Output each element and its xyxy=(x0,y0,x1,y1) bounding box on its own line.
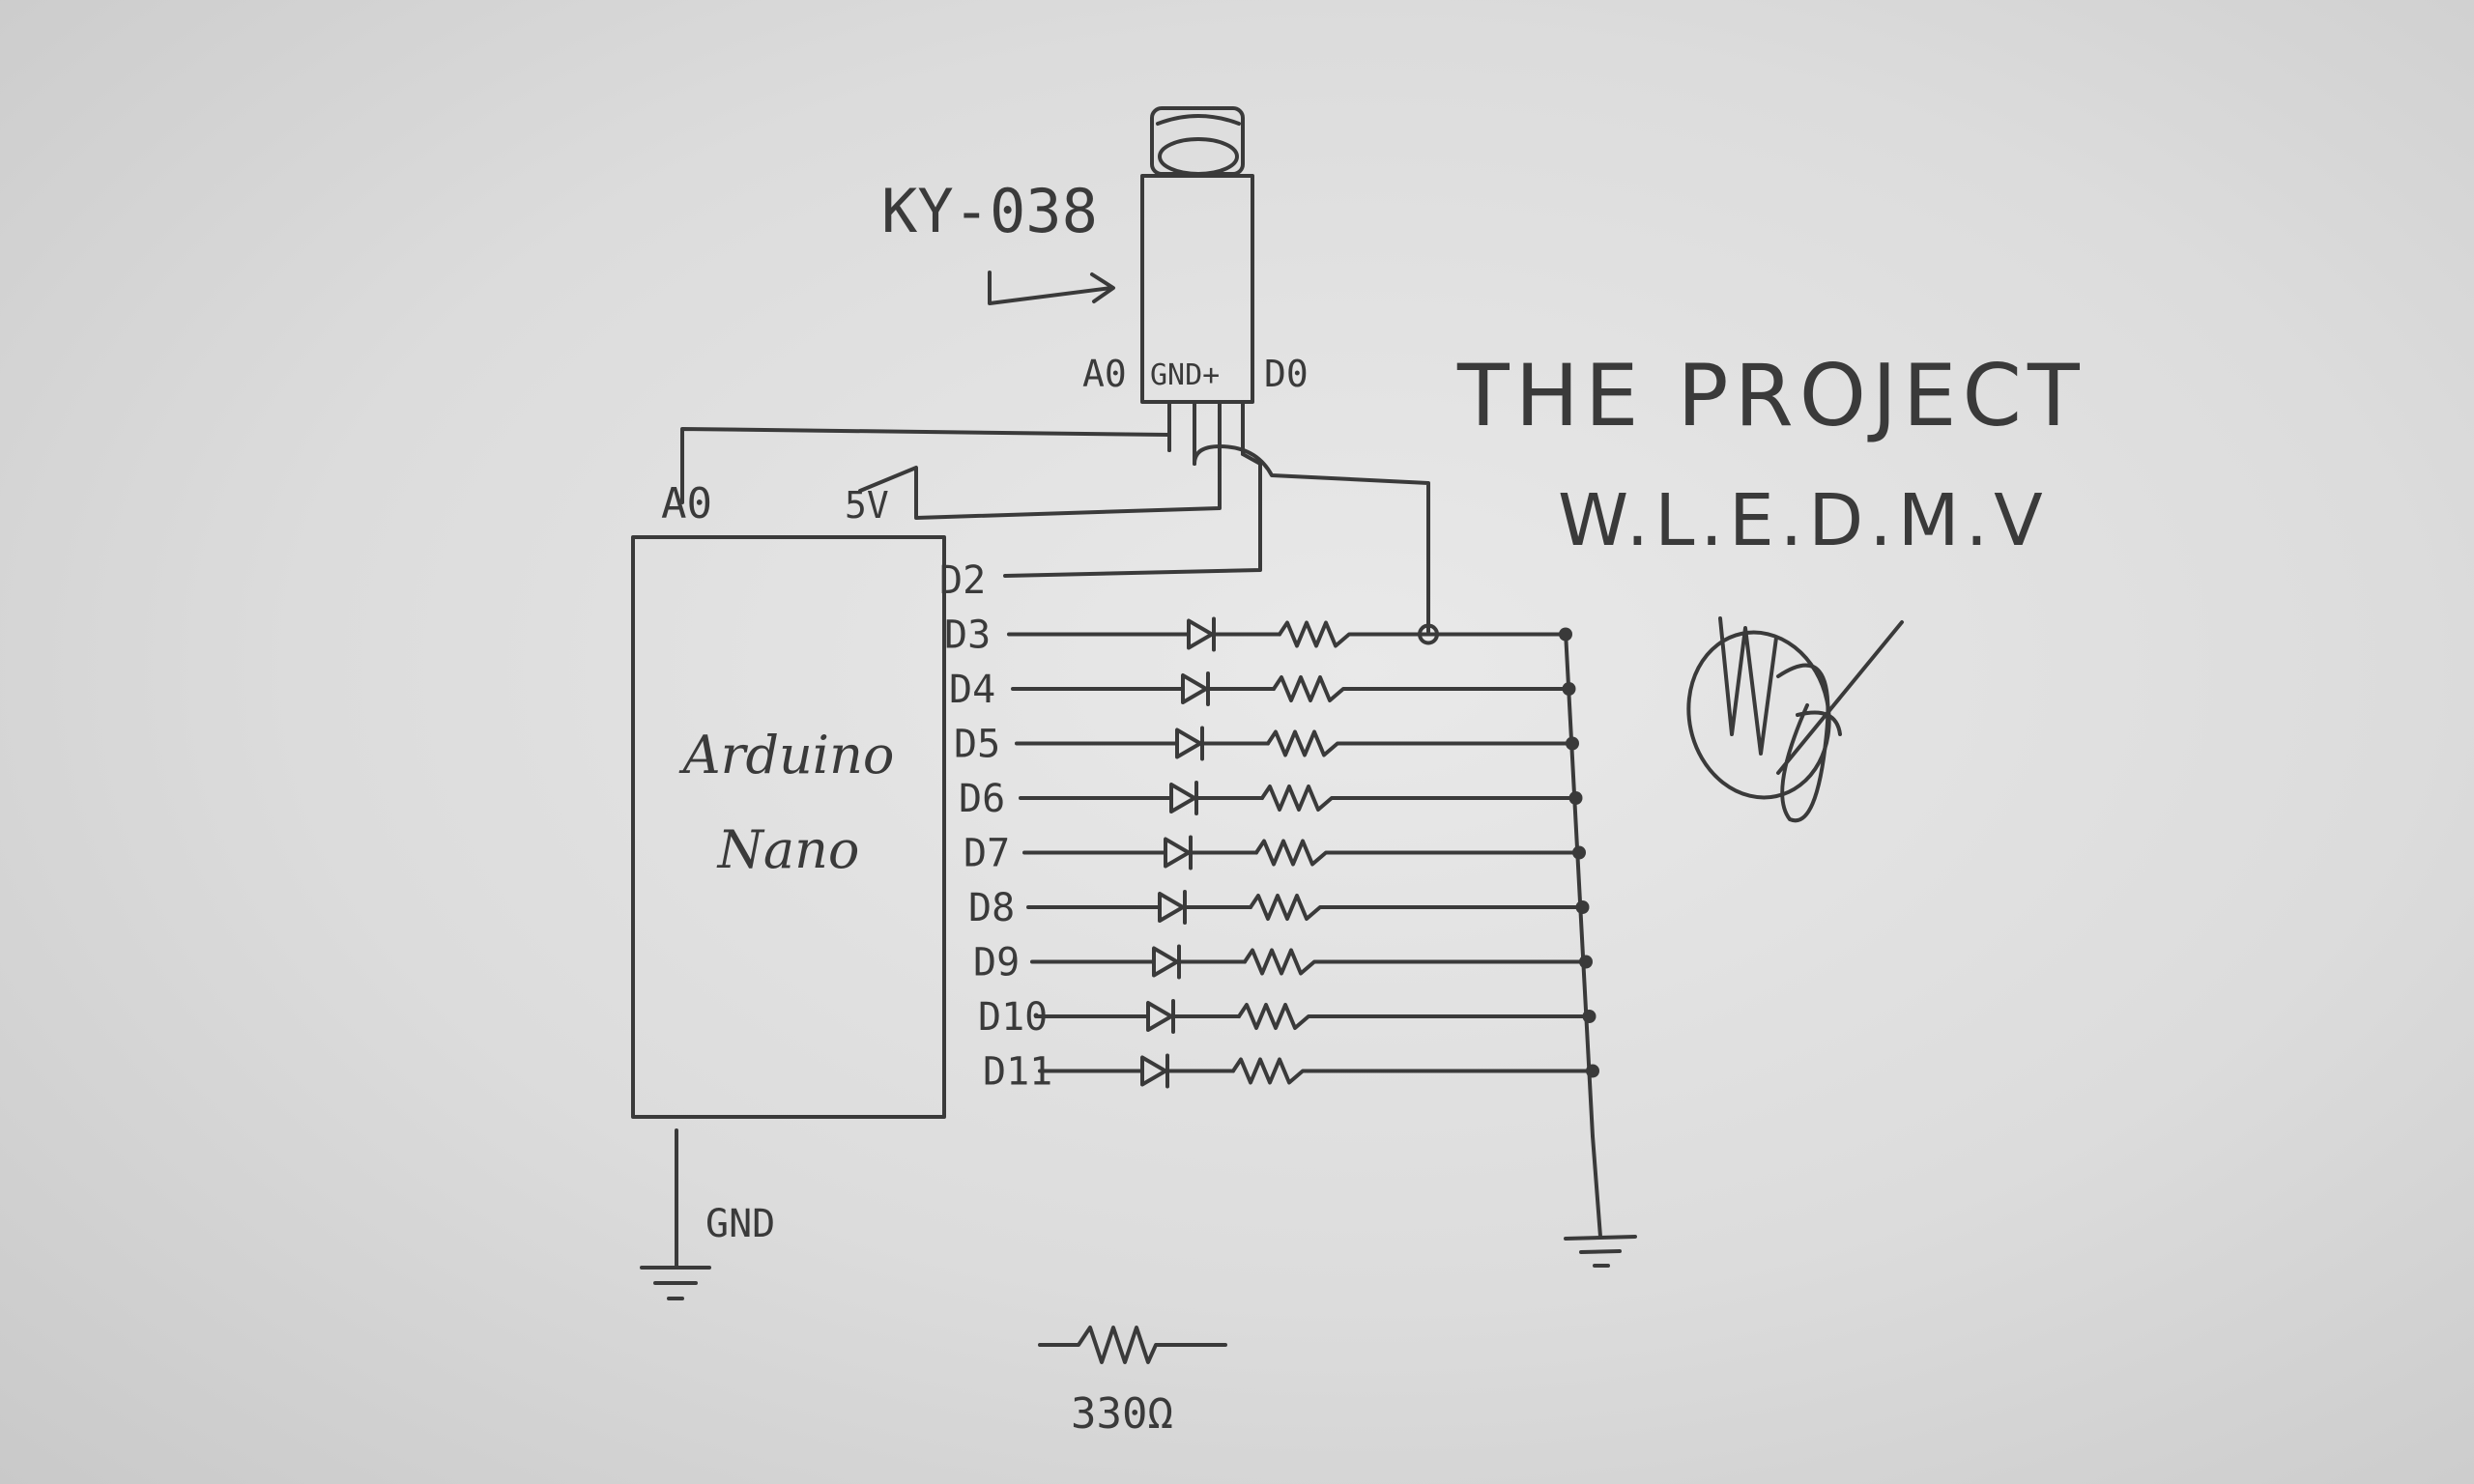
led-row-d5 xyxy=(1015,726,1579,761)
pin-label-d8: D8 xyxy=(968,886,1015,930)
sensor-name-label: KY-038 xyxy=(881,176,1098,246)
wire-d0-to-d2 xyxy=(1003,452,1262,578)
pin-label-d9: D9 xyxy=(973,941,1020,985)
pointer-arrowhead-icon xyxy=(1090,272,1115,303)
led-icon xyxy=(1164,835,1258,870)
pointer-arrow-icon xyxy=(988,271,1113,305)
wire-a0 xyxy=(680,427,1171,504)
gnd-tap-junction xyxy=(1418,623,1439,645)
led-row-d9 xyxy=(1030,944,1593,980)
led-icon xyxy=(1169,781,1264,815)
resistor-icon xyxy=(1243,948,1588,976)
led-icon xyxy=(1187,616,1281,652)
led-icon xyxy=(1181,671,1276,706)
led-row-d8 xyxy=(1026,890,1590,925)
resistor-icon xyxy=(1254,839,1581,867)
sensor-pin-a0-label: A0 xyxy=(1082,353,1127,395)
led-row-d6 xyxy=(1019,781,1583,815)
led-row-d7 xyxy=(1022,835,1586,870)
resistor-icon xyxy=(1266,729,1574,757)
led-row-d4 xyxy=(1011,671,1576,706)
wire-gnd-to-ground-bus xyxy=(1193,444,1430,634)
board-gnd-label: GND xyxy=(705,1202,775,1246)
led-row-d10 xyxy=(1034,999,1597,1034)
resistor-icon xyxy=(1237,1003,1592,1030)
pin-label-d6: D6 xyxy=(959,777,1005,821)
resistor-icon xyxy=(1260,785,1578,812)
resistor-icon xyxy=(1249,894,1585,921)
pin-label-d7: D7 xyxy=(964,832,1010,876)
sensor-pin-d0-label: D0 xyxy=(1264,353,1309,395)
microphone-top xyxy=(1156,114,1241,126)
pin-label-d2: D2 xyxy=(939,558,986,603)
resistor-icon xyxy=(1278,620,1568,648)
led-rows xyxy=(1007,616,1599,1089)
led-row-d3 xyxy=(1007,616,1572,652)
pin-label-d5: D5 xyxy=(954,723,1000,767)
arduino-nano-board xyxy=(631,535,946,1119)
legend-resistor-value: 330Ω xyxy=(1071,1389,1173,1439)
ground-symbol-left xyxy=(640,1266,711,1300)
led-icon xyxy=(1175,726,1270,761)
led-icon xyxy=(1158,890,1252,925)
led-icon xyxy=(1152,944,1247,980)
ground-bus xyxy=(1564,630,1595,1138)
signature xyxy=(1686,616,1904,823)
board-name-line2: Nano xyxy=(716,819,860,880)
sensor-pin-gnd-plus-label: GND+ xyxy=(1150,358,1220,392)
ky038-module xyxy=(1140,106,1254,466)
sensor-board xyxy=(1140,174,1254,404)
board-name-line1: Arduino xyxy=(678,725,895,785)
pin-label-d3: D3 xyxy=(944,614,991,658)
ground-symbol-right xyxy=(1564,1235,1637,1268)
resistor-icon xyxy=(1231,1057,1595,1085)
board-pin-5v-label: 5V xyxy=(845,484,889,527)
pin-label-d11: D11 xyxy=(983,1050,1052,1095)
led-row-d11 xyxy=(1038,1053,1599,1089)
wire-5v xyxy=(858,462,1222,520)
pin-label-d10: D10 xyxy=(978,995,1048,1040)
project-subtitle: W.L.E.D.M.V xyxy=(1558,479,2049,562)
led-icon xyxy=(1140,1053,1235,1089)
pin-label-d4: D4 xyxy=(949,668,995,712)
legend-resistor-icon xyxy=(1038,1326,1227,1364)
resistor-icon xyxy=(1272,675,1571,702)
project-title: THE PROJECT xyxy=(1456,346,2086,445)
ground-bus-lead xyxy=(1591,1134,1602,1239)
led-icon xyxy=(1146,999,1241,1034)
microphone-grille xyxy=(1158,137,1239,176)
board-pin-a0-label: A0 xyxy=(661,479,712,528)
